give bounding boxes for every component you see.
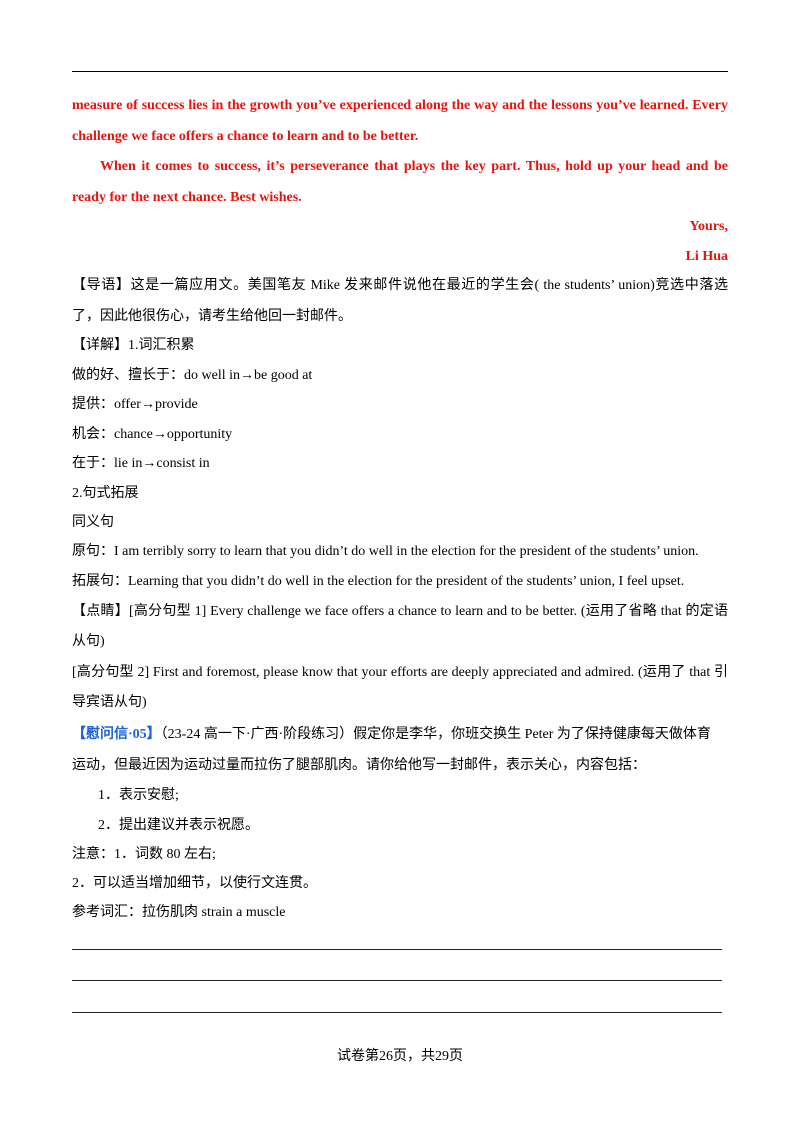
synonym-label: 同义句 — [72, 515, 114, 530]
letter-line-3: When it comes to success, it’s persevera… — [100, 159, 728, 174]
highlight-line-3: [高分句型 2] First and foremost, please know… — [72, 665, 728, 680]
task-intro: （23-24 高一下·广西·阶段练习）假定你是李华，你班交换生 Peter 为了… — [160, 727, 711, 742]
highlight-line-1: 【点睛】[高分句型 1] Every challenge we face off… — [72, 604, 728, 619]
answer-line — [72, 980, 722, 981]
letter-line-4: ready for the next chance. Best wishes. — [72, 190, 302, 205]
vocab-item: 提供：offer→provide — [72, 397, 198, 412]
answer-line — [72, 1012, 722, 1013]
task-note-2: 2．可以适当增加细节，以使行文连贯。 — [72, 876, 317, 891]
vocab-item: 机会：chance→opportunity — [72, 427, 233, 442]
expanded-sentence: 拓展句：Learning that you didn’t do well in … — [72, 574, 685, 589]
guide-line-1: 【导语】这是一篇应用文。美国笔友 Mike 发来邮件说他在最近的学生会( the… — [72, 278, 728, 293]
sentence-heading: 2.句式拓展 — [72, 486, 139, 501]
answer-line — [72, 949, 722, 950]
header-rule — [72, 71, 728, 72]
highlight-line-4: 导宾语从句) — [72, 695, 147, 710]
document-page: measure of success lies in the growth yo… — [72, 0, 728, 1132]
letter-signature: Li Hua — [685, 249, 728, 264]
guide-line-2: 了，因此他很伤心，请考生给他回一封邮件。 — [72, 309, 352, 324]
task-tag: 【慰问信·05】 — [72, 727, 161, 742]
original-sentence: 原句：I am terribly sorry to learn that you… — [72, 544, 699, 559]
letter-closing: Yours, — [689, 219, 728, 234]
letter-line-2: challenge we face offers a chance to lea… — [72, 129, 419, 144]
task-line-2: 运动，但最近因为运动过量而拉伤了腿部肌肉。请你给他写一封邮件，表示关心，内容包括… — [72, 758, 646, 773]
vocab-item: 做的好、擅长于：do well in→be good at — [72, 368, 313, 383]
task-note-1: 注意：1．词数 80 左右; — [72, 847, 216, 862]
detail-heading: 【详解】1.词汇积累 — [72, 338, 195, 353]
page-footer: 试卷第26页，共29页 — [337, 1049, 463, 1064]
task-vocab-ref: 参考词汇：拉伤肌肉 strain a muscle — [72, 905, 286, 920]
highlight-line-2: 从句) — [72, 634, 105, 649]
vocab-item: 在于：lie in→consist in — [72, 456, 210, 471]
task-line-1: 【慰问信·05】（23-24 高一下·广西·阶段练习）假定你是李华，你班交换生 … — [72, 725, 728, 745]
task-point-2: 2．提出建议并表示祝愿。 — [98, 818, 259, 833]
letter-line-1: measure of success lies in the growth yo… — [72, 98, 728, 113]
task-point-1: 1．表示安慰; — [98, 788, 179, 803]
